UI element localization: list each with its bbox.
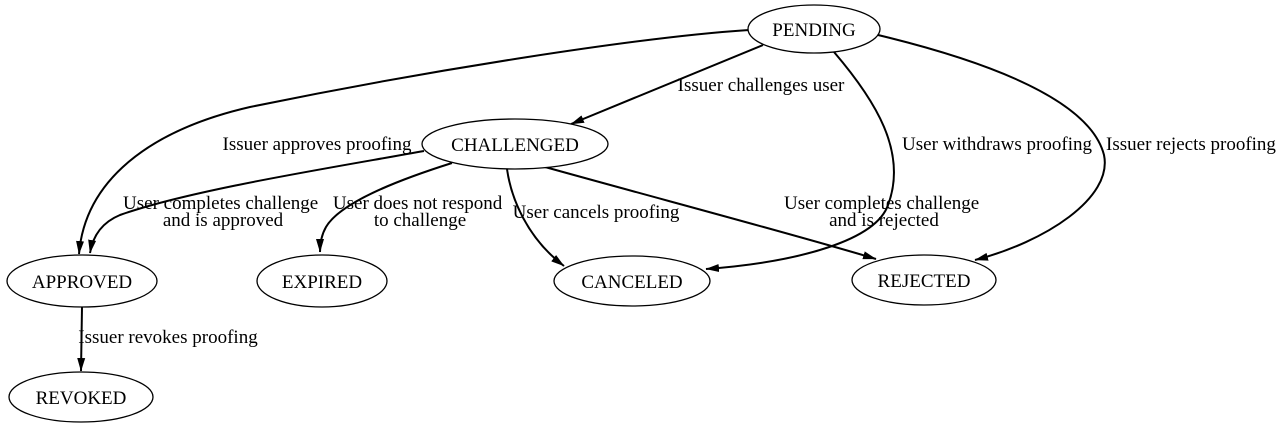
- transitions-layer: Issuer challenges user Issuer approves p…: [76, 29, 1276, 372]
- state-label-canceled: CANCELED: [581, 272, 682, 293]
- edge-label-approved-revoked: Issuer revokes proofing: [78, 327, 258, 348]
- transition-pending-canceled: User withdraws proofing: [705, 51, 1092, 273]
- edge-label-challenged-canceled: User cancels proofing: [513, 202, 680, 223]
- edge-challenged-rejected: [544, 166, 877, 260]
- edge-challenged-canceled: [506, 168, 565, 267]
- state-ellipse-approved: [6, 254, 158, 308]
- transition-challenged-rejected: User completes challenge and is rejected: [544, 166, 984, 260]
- transition-pending-rejected: Issuer rejects proofing: [877, 34, 1276, 261]
- state-revoked: REVOKED: [8, 371, 154, 423]
- state-label-revoked: REVOKED: [36, 388, 127, 409]
- state-challenged: CHALLENGED: [421, 118, 609, 170]
- state-rejected: REJECTED: [851, 254, 997, 306]
- state-ellipse-pending: [747, 4, 881, 54]
- state-label-challenged: CHALLENGED: [451, 135, 579, 156]
- edge-label-challenged-approved: User completes challenge and is approved: [123, 193, 323, 231]
- transition-pending-challenged: Issuer challenges user: [570, 44, 845, 125]
- transition-challenged-expired: User does not respond to challenge: [316, 162, 507, 253]
- state-expired: EXPIRED: [256, 254, 388, 308]
- state-canceled: CANCELED: [553, 255, 711, 307]
- state-label-rejected: REJECTED: [878, 271, 971, 292]
- edge-label-pending-approved: Issuer approves proofing: [223, 134, 412, 155]
- state-label-approved: APPROVED: [32, 272, 132, 293]
- state-ellipse-rejected: [851, 254, 997, 306]
- transition-approved-revoked: Issuer revokes proofing: [77, 306, 258, 372]
- state-ellipse-expired: [256, 254, 388, 308]
- edge-pending-canceled: [705, 51, 895, 273]
- edge-challenged-expired: [316, 162, 453, 253]
- states-layer: PENDING CHALLENGED APPROVED EXPIRED CANC…: [6, 4, 997, 423]
- edge-pending-challenged: [570, 44, 764, 125]
- state-pending: PENDING: [747, 4, 881, 54]
- edge-label-pending-canceled: User withdraws proofing: [902, 134, 1092, 155]
- transition-challenged-approved: User completes challenge and is approved: [88, 150, 425, 254]
- state-label-expired: EXPIRED: [282, 272, 362, 293]
- edge-label-pending-challenged: Issuer challenges user: [678, 75, 845, 96]
- state-ellipse-canceled: [553, 255, 711, 307]
- state-ellipse-challenged: [421, 118, 609, 170]
- edge-pending-approved: [76, 29, 750, 255]
- state-ellipse-revoked: [8, 371, 154, 423]
- edge-challenged-approved: [88, 150, 425, 254]
- edge-label-challenged-expired: User does not respond to challenge: [333, 193, 507, 231]
- state-approved: APPROVED: [6, 254, 158, 308]
- edge-pending-rejected: [877, 34, 1106, 261]
- edge-label-pending-rejected: Issuer rejects proofing: [1106, 134, 1276, 155]
- state-label-pending: PENDING: [772, 20, 856, 41]
- transition-challenged-canceled: User cancels proofing: [506, 168, 680, 267]
- edge-approved-revoked: [77, 306, 86, 372]
- transition-pending-approved: Issuer approves proofing: [76, 29, 750, 255]
- edge-label-challenged-rejected: User completes challenge and is rejected: [784, 193, 984, 231]
